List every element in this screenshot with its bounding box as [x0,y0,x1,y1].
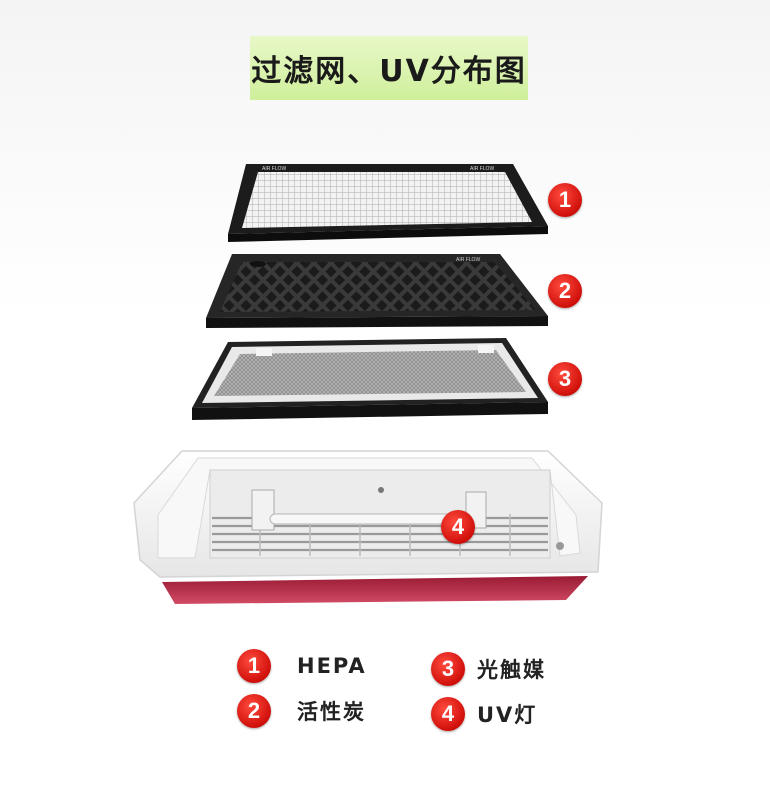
uv-housing [133,450,603,604]
carbon-filter: AIR FLOW [206,254,548,328]
legend-item-photocatalyst: 3 光触媒 [431,652,546,686]
page-title: 过滤网、UV分布图 [251,54,527,89]
hepa-airflow-print-left: AIR FLOW [262,166,286,172]
carbon-airflow-print: AIR FLOW [456,257,480,263]
hepa-airflow-print-right: AIR FLOW [470,166,494,172]
legend-label-photocatalyst: 光触媒 [477,658,546,682]
legend-label-hepa: HEPA [297,654,367,678]
badge-2: 2 [548,274,582,308]
legend-label-uv: UV灯 [477,703,538,727]
badge-4: 4 [441,510,475,544]
legend-badge-1: 1 [237,649,271,683]
legend-badge-4: 4 [431,697,465,731]
legend-item-carbon: 2 活性炭 [237,694,366,728]
legend-label-carbon: 活性炭 [297,700,366,724]
legend-item-hepa: 1 HEPA [237,649,367,683]
legend-badge-2: 2 [237,694,271,728]
hepa-filter: AIR FLOW AIR FLOW [228,164,548,242]
badge-1: 1 [548,183,582,217]
title-banner: 过滤网、UV分布图 [250,36,528,100]
photocatalyst-filter [192,338,548,420]
legend-badge-3: 3 [431,652,465,686]
legend-item-uv: 4 UV灯 [431,697,537,731]
badge-3: 3 [548,362,582,396]
